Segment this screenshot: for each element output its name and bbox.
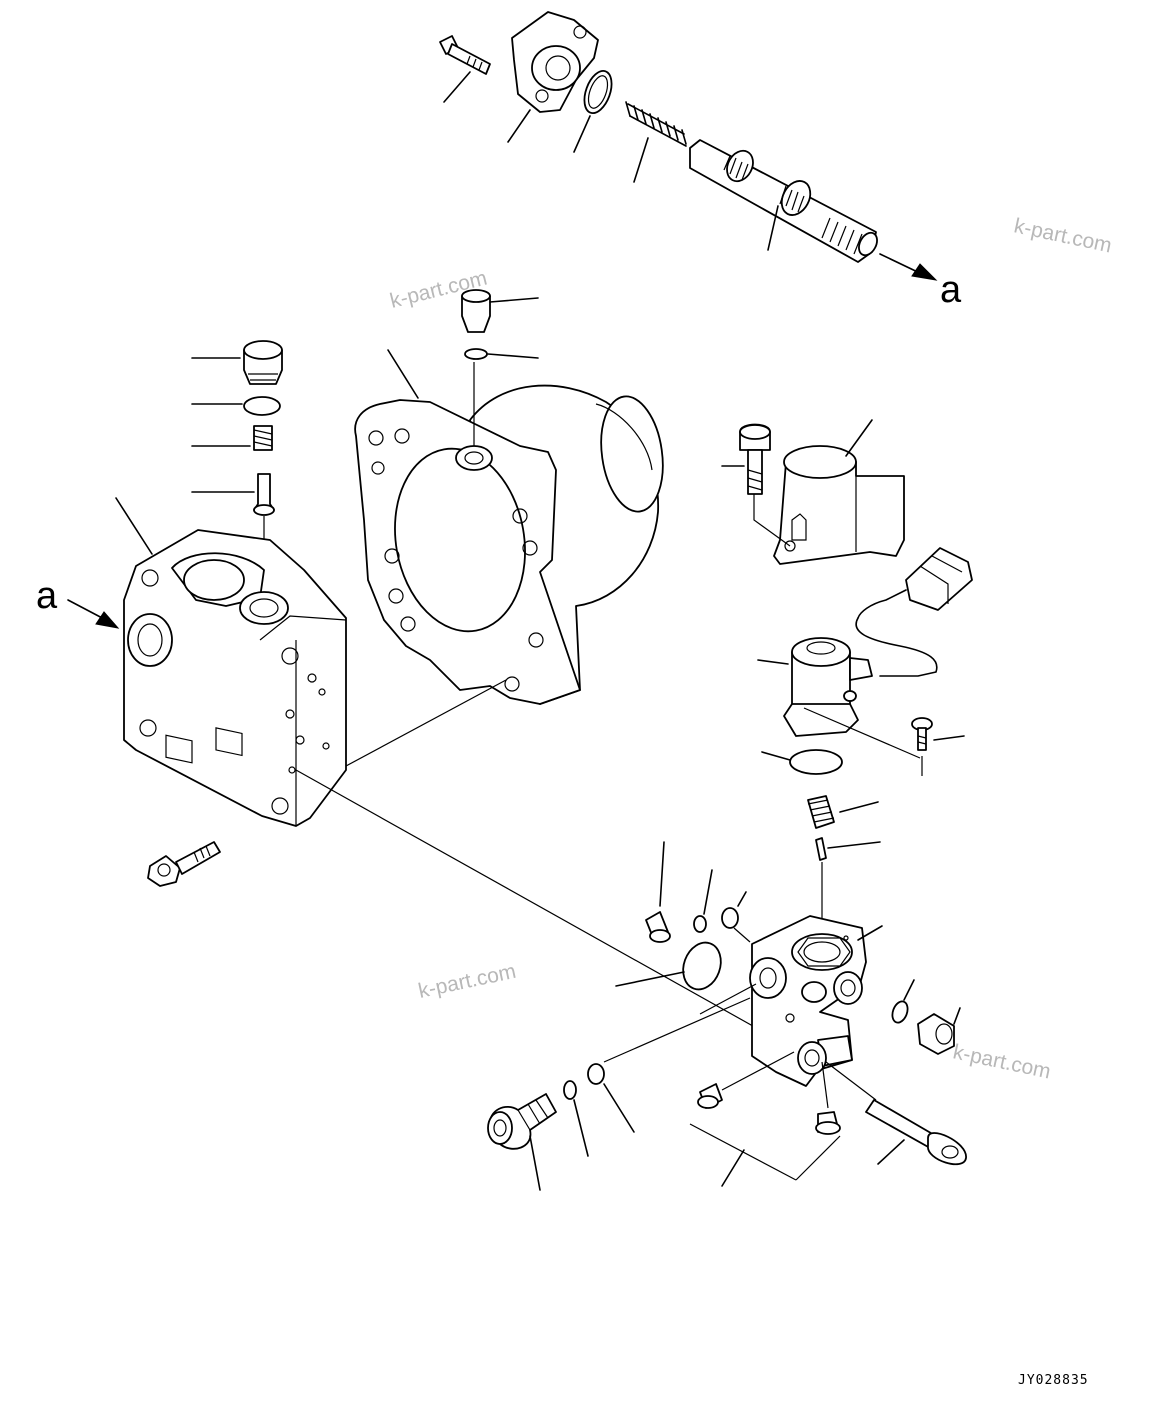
view-label-a-left: a (36, 575, 58, 617)
top-o-ring (573, 70, 613, 153)
leader-block-to-housing (345, 679, 507, 767)
top-bolt (439, 35, 491, 103)
pilot-spring (807, 795, 881, 920)
lower-valve-body (603, 915, 883, 1109)
solenoid-coil (757, 637, 921, 759)
top-spool (689, 139, 878, 263)
solenoid-cover (753, 419, 905, 565)
housing-plug (461, 289, 539, 360)
top-cover-flange (507, 11, 599, 143)
left-valve-block (115, 497, 347, 827)
solenoid-o-ring (761, 749, 843, 775)
view-label-a-top: a (940, 269, 962, 311)
leader-block-to-lower-valve (295, 769, 761, 1031)
watermark-bottom-center: k-part.com (416, 960, 518, 1003)
left-plug-stack (191, 340, 283, 580)
solenoid-screw (911, 717, 965, 776)
lower-valve-bolt (865, 1099, 967, 1166)
arrow-to-view-a-top: a (879, 253, 962, 311)
watermark-top-right: k-part.com (1012, 214, 1114, 257)
solenoid-connector (855, 547, 973, 677)
lower-plugs-group (689, 1083, 841, 1187)
lower-valve-plug-assembly (487, 1063, 635, 1191)
arrow-to-view-a-left: a (36, 575, 120, 629)
solenoid-bolt (721, 423, 771, 495)
lower-valve-small-parts (615, 841, 961, 1055)
left-block-bolt (147, 841, 221, 887)
top-spring (625, 101, 687, 183)
motor-housing (354, 349, 664, 705)
watermark-bottom-right: k-part.com (951, 1040, 1053, 1083)
drawing-code: JY028835 (1018, 1373, 1089, 1388)
